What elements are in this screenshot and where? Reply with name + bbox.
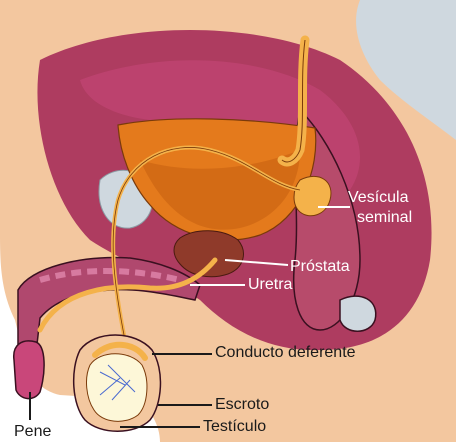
- label-vesicula-line1: Vesícula: [348, 190, 408, 206]
- label-pene: Pene: [14, 424, 51, 440]
- testis: [87, 354, 147, 422]
- rectum-outline: [340, 296, 376, 331]
- label-testiculo: Testículo: [203, 419, 266, 435]
- label-escroto: Escroto: [215, 397, 269, 413]
- glans: [14, 341, 44, 399]
- label-conducto-deferente: Conducto deferente: [215, 345, 356, 361]
- label-vesicula-line2: seminal: [357, 210, 412, 226]
- label-prostata: Próstata: [290, 259, 350, 275]
- label-uretra: Uretra: [248, 277, 292, 293]
